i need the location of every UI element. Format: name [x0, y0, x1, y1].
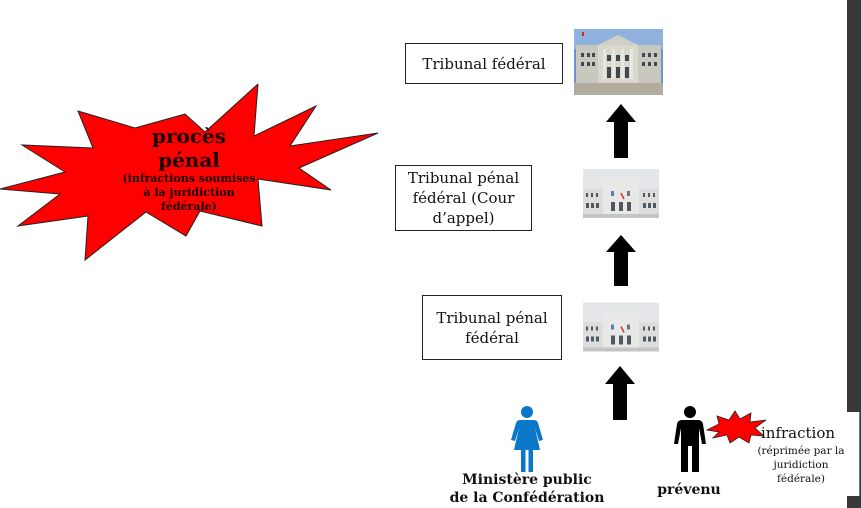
- court-label-line2: fédéral: [465, 328, 519, 347]
- offence-sublabel: (réprimée par la juridiction fédérale): [745, 444, 857, 486]
- court-label-line1: Tribunal pénal: [436, 308, 548, 327]
- offence-sublabel-line3: fédérale): [777, 473, 825, 485]
- explosion-icon: [705, 410, 767, 444]
- building-photo-tribunal-penal-federal-appel: [583, 169, 659, 218]
- prosecutor-label: Ministère public de la Confédération: [432, 471, 622, 507]
- court-box-tribunal-federal: Tribunal fédéral: [405, 43, 563, 84]
- burst-subtitle-line3: fédérale): [161, 200, 217, 213]
- scrollbar-track[interactable]: [847, 0, 861, 508]
- arrow-up-icon: [605, 366, 635, 420]
- offence-sublabel-line1: (réprimée par la: [757, 445, 845, 457]
- arrow-up-icon: [606, 104, 636, 158]
- prosecutor-label-line2: de la Confédération: [449, 490, 605, 506]
- sidebar-panel-notch: [847, 412, 860, 496]
- building-photo-tribunal-federal: [574, 29, 663, 95]
- prosecutor-label-line1: Ministère public: [462, 472, 592, 488]
- man-icon: [674, 406, 706, 472]
- court-box-cour-appel: Tribunal pénal fédéral (Cour d’appel): [395, 165, 532, 231]
- court-box-tribunal-penal-federal: Tribunal pénal fédéral: [422, 295, 562, 360]
- arrow-up-icon: [606, 235, 636, 286]
- offence-sublabel-line2: juridiction: [773, 459, 829, 471]
- burst-label: procès pénal (infractions soumises à la …: [106, 124, 272, 214]
- court-label-line1: Tribunal pénal: [407, 169, 520, 187]
- court-label: Tribunal fédéral: [422, 54, 546, 73]
- burst-subtitle-line1: (infractions soumises: [122, 172, 256, 185]
- burst-title-line2: pénal: [158, 148, 220, 172]
- building-photo-tribunal-penal-federal: [583, 302, 659, 352]
- explosion-shape: [0, 84, 379, 262]
- defendant-label: prévenu: [657, 482, 721, 498]
- offence-label: infraction: [761, 424, 836, 442]
- court-label-line2: fédéral (Cour: [412, 189, 515, 207]
- burst-title-line1: procès: [151, 124, 227, 148]
- woman-icon: [511, 406, 543, 472]
- burst-subtitle-line2: à la juridiction: [143, 186, 235, 199]
- court-label-line3: d’appel): [432, 209, 495, 227]
